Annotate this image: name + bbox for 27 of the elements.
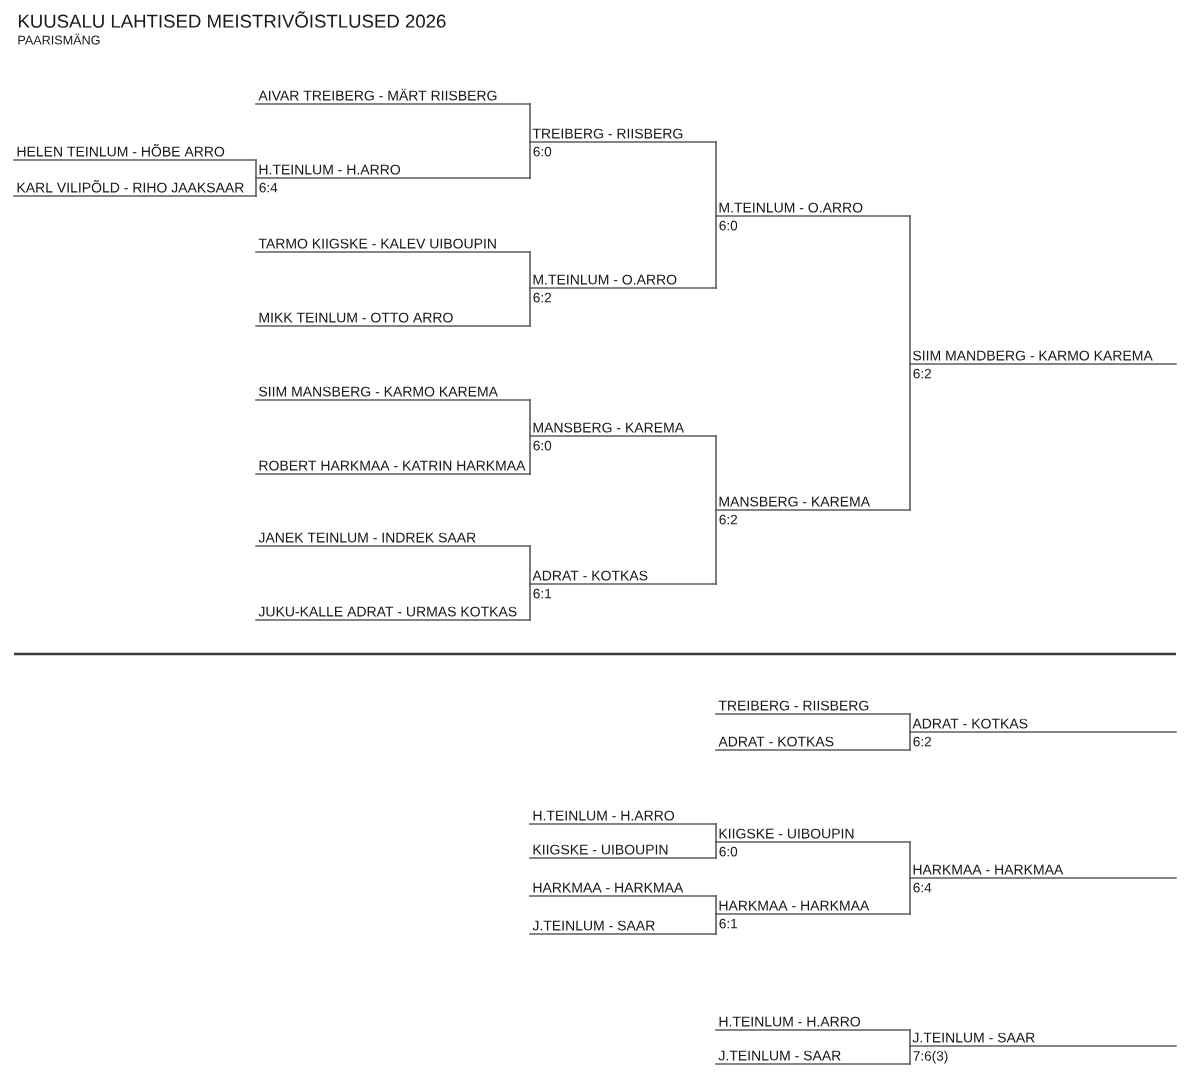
bracket-line — [715, 823, 717, 843]
bracket-line — [909, 215, 911, 365]
bracket-line — [255, 177, 257, 197]
bracket-line — [529, 435, 531, 475]
bracket-line — [529, 583, 531, 621]
bracket-line — [909, 1045, 911, 1065]
title: KUUSALU LAHTISED MEISTRIVÕISTLUSED 2026 — [18, 11, 446, 28]
bracket-line — [529, 141, 531, 179]
bracket-line — [529, 251, 531, 289]
bracket-line — [715, 141, 717, 217]
bracket-line — [715, 913, 717, 935]
bracket-line — [909, 841, 911, 879]
bracket-line — [529, 103, 531, 143]
bracket-line — [715, 895, 717, 915]
bracket-line — [715, 509, 717, 585]
bracket-line — [529, 287, 531, 327]
bracket-line — [909, 1029, 911, 1047]
bracket-line — [529, 545, 531, 585]
bracket-line — [255, 159, 257, 179]
bracket-line — [529, 399, 531, 437]
bracket-line — [909, 731, 911, 751]
bracket-line — [909, 713, 911, 733]
bracket-line — [909, 363, 911, 511]
bracket-line — [715, 215, 717, 289]
bracket-line — [715, 841, 717, 859]
bracket-line — [715, 435, 717, 511]
bracket-line — [909, 877, 911, 915]
